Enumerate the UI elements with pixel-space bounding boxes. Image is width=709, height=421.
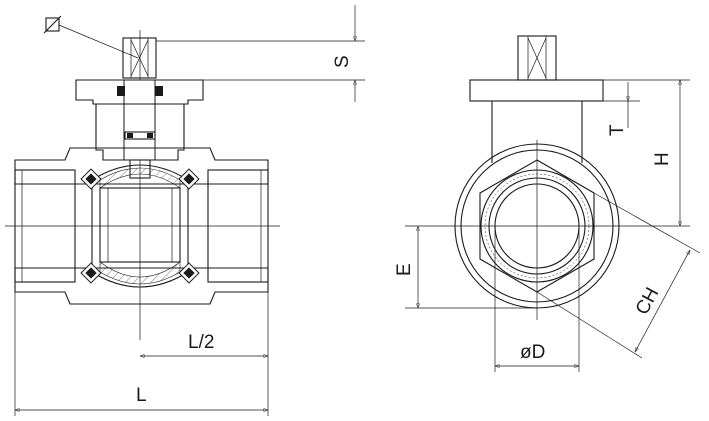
label-s: S bbox=[332, 55, 353, 68]
ball-bore bbox=[99, 187, 181, 263]
end-view: T H E CH øD bbox=[394, 35, 701, 372]
label-e: E bbox=[394, 263, 415, 276]
dimension-d: øD bbox=[494, 226, 580, 372]
square-symbol-leader bbox=[43, 15, 139, 59]
end-view-flange bbox=[469, 79, 604, 102]
dimension-s: S bbox=[156, 5, 365, 102]
body-neck bbox=[95, 103, 185, 161]
dimension-l-half: L/2 bbox=[14, 292, 269, 416]
label-d: øD bbox=[520, 342, 545, 363]
stem-seal-right bbox=[155, 86, 163, 96]
section-view: S L/2 L bbox=[5, 5, 365, 416]
label-t: T bbox=[607, 124, 628, 136]
left-end-bore bbox=[14, 169, 76, 283]
dimension-l: L bbox=[14, 385, 269, 412]
label-ch: CH bbox=[632, 284, 663, 318]
right-end-bore bbox=[207, 169, 269, 283]
dimension-e: E bbox=[394, 225, 537, 309]
body-lower-wall bbox=[14, 267, 269, 305]
stem-seal-left bbox=[117, 86, 125, 96]
stem-tang bbox=[129, 159, 151, 179]
label-l-half: L/2 bbox=[188, 332, 214, 353]
label-h: H bbox=[652, 152, 673, 166]
top-flange bbox=[75, 79, 204, 105]
dimension-h: H bbox=[650, 79, 690, 227]
label-l: L bbox=[136, 385, 147, 406]
dimension-t: T bbox=[603, 79, 690, 136]
